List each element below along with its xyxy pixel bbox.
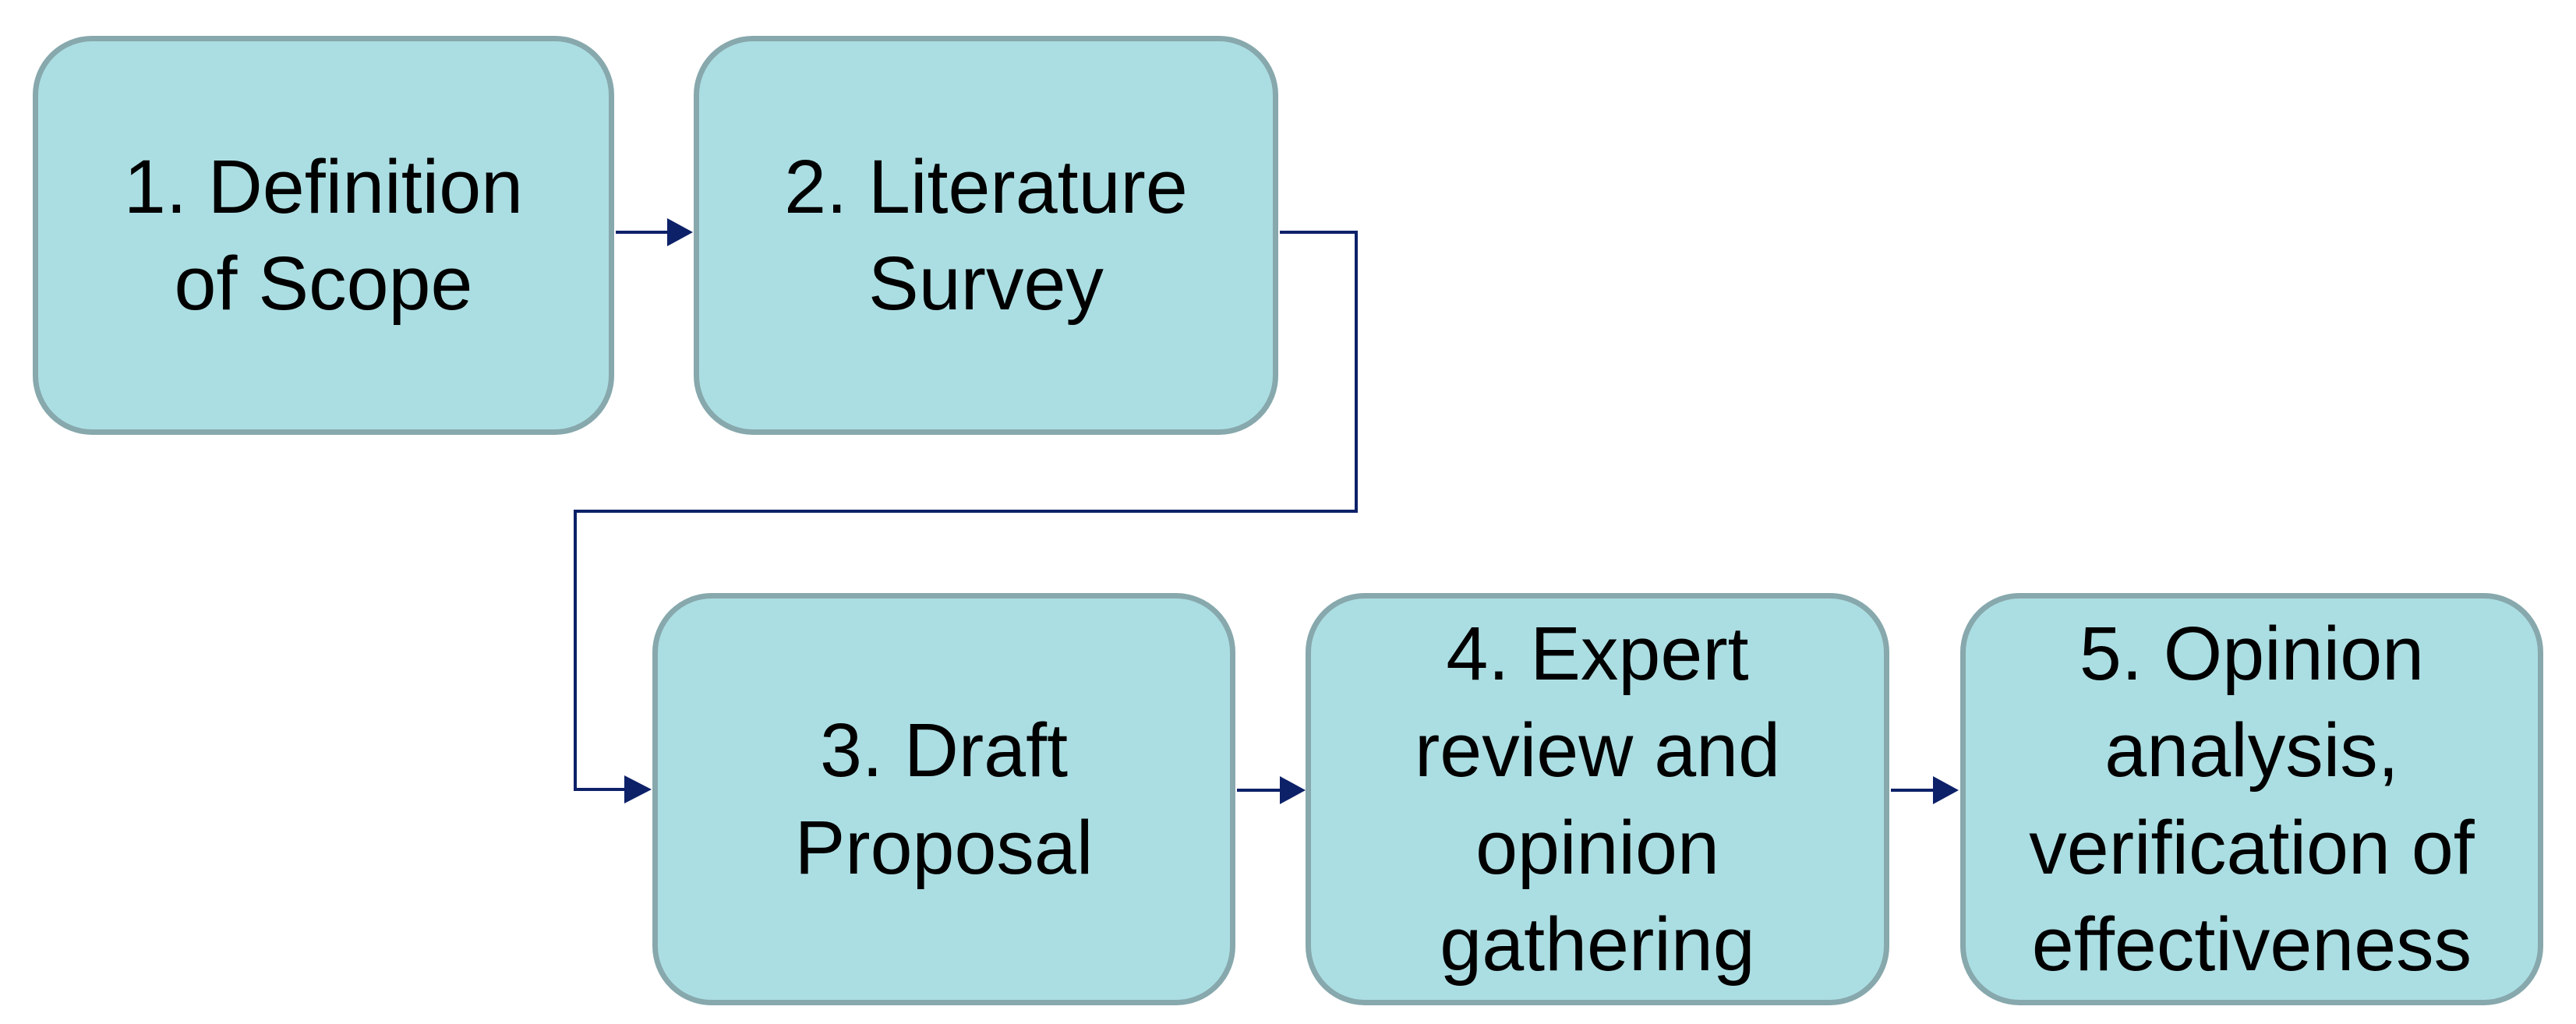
step-5-label: 5. Opinion analysis, verification of eff… — [2029, 611, 2475, 987]
step-3-label: 3. Draft Proposal — [794, 708, 1094, 890]
step-3-box: 3. Draft Proposal — [652, 593, 1235, 1005]
step-1-box: 1. Definition of Scope — [33, 36, 614, 435]
step-4-box: 4. Expert review and opinion gathering — [1306, 593, 1889, 1005]
arrow-2-3-head-icon — [624, 775, 652, 803]
step-2-box: 2. Literature Survey — [694, 36, 1278, 435]
arrow-3-4-head-icon — [1280, 776, 1306, 804]
arrow-4-5-head-icon — [1933, 776, 1959, 804]
step-2-label: 2. Literature Survey — [784, 143, 1188, 326]
step-4-label: 4. Expert review and opinion gathering — [1414, 611, 1781, 987]
step-1-label: 1. Definition of Scope — [123, 143, 524, 326]
arrow-1-2-head-icon — [667, 218, 693, 246]
step-5-box: 5. Opinion analysis, verification of eff… — [1960, 593, 2543, 1005]
